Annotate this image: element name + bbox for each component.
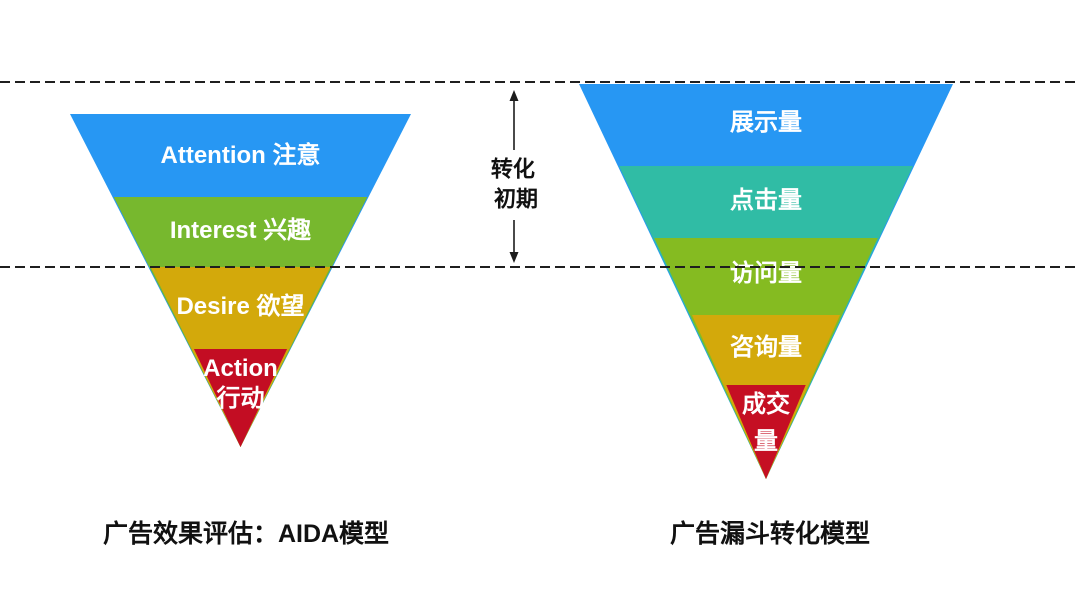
funnel-aida-segment-3 — [193, 349, 288, 447]
funnel-conversion-label-4: 成交量 — [742, 390, 790, 455]
conversion-phase-label: 转化 初期 — [491, 149, 541, 212]
conversion-phase-label-line2: 初期 — [494, 187, 538, 212]
funnel-aida-label-0: Attention 注意 — [161, 141, 321, 169]
funnel-conversion-label-3: 咨询量 — [730, 334, 802, 361]
funnel-aida-label-2: Desire 欲望 — [176, 292, 304, 320]
funnel-conversion-label-2: 访问量 — [730, 260, 802, 287]
funnel-conversion-label-0: 展示量 — [730, 109, 802, 136]
arrowhead-down-icon — [509, 252, 519, 263]
funnel-aida-label-1: Interest 兴趣 — [170, 217, 312, 244]
aida-funnel-caption: 广告效果评估：AIDA模型 — [103, 519, 389, 548]
arrowhead-up-icon — [509, 90, 519, 101]
funnel-conversion-label-1: 点击量 — [730, 187, 802, 214]
funnel-conversion-segment-4 — [726, 385, 806, 479]
conversion-funnel-caption: 广告漏斗转化模型 — [670, 519, 870, 548]
conversion-phase-label-line1: 转化 — [491, 157, 535, 182]
conversion-phase-arrow — [509, 90, 519, 263]
